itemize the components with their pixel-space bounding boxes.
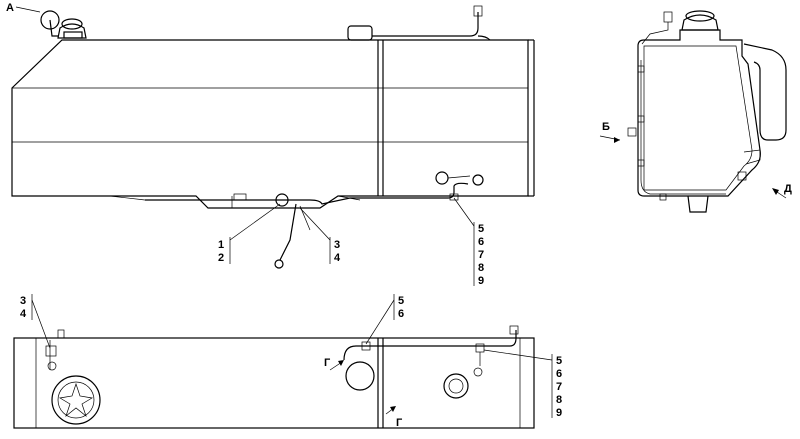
filler-guard <box>743 43 787 141</box>
callout-label: Г <box>324 357 331 369</box>
callout-pos-3-4: 3 4 <box>20 294 51 349</box>
callout-view-b: Б <box>599 121 621 143</box>
callout-view-d: Д <box>772 183 792 199</box>
callout-label: Д <box>784 183 792 195</box>
callout-label: 1 <box>218 239 224 251</box>
callout-pos-5-6: 5 6 <box>365 294 404 345</box>
callout-label: 2 <box>218 252 224 264</box>
callout-label: 5 <box>398 295 404 307</box>
tank-body <box>11 39 535 209</box>
callout-label: 5 <box>478 223 484 235</box>
breather-valve <box>473 5 483 17</box>
drain-hose <box>279 203 297 261</box>
callout-label: 4 <box>334 252 341 264</box>
fuel-level-sensor <box>345 361 375 391</box>
section-mark-g-left: Г <box>324 357 344 371</box>
callout-label: 7 <box>556 381 562 393</box>
drain-plug <box>274 259 284 269</box>
callout-label: 9 <box>556 407 562 419</box>
callout-label: 3 <box>334 239 340 251</box>
filler-neck <box>681 14 719 31</box>
breather-tube <box>372 12 491 41</box>
callout-view-a: А <box>6 2 60 37</box>
breather-cap <box>347 25 373 41</box>
callout-label: 5 <box>556 355 562 367</box>
callout-label: 8 <box>556 394 562 406</box>
section-mark-g-right: Г <box>385 406 403 429</box>
callout-label: 6 <box>478 236 484 248</box>
callout-label: 3 <box>20 295 26 307</box>
callout-pos-5-9: 5 6 7 8 9 <box>453 197 484 287</box>
drain-ring <box>443 373 469 399</box>
fuel-line <box>640 60 726 195</box>
filler-cover <box>51 375 101 425</box>
callout-label: Г <box>396 417 403 429</box>
filler-neck <box>57 18 87 39</box>
callout-label: 9 <box>478 275 484 287</box>
drain-plug <box>687 195 709 213</box>
fuel-cock-left <box>435 171 449 185</box>
side-view: А 1 2 3 4 5 6 7 8 9 <box>6 2 535 287</box>
tank-end-outline <box>637 29 761 197</box>
callout-label: 8 <box>478 262 484 274</box>
breather-valve <box>663 11 673 23</box>
fuel-cock-right <box>472 174 484 186</box>
callout-label: 6 <box>556 368 562 380</box>
callout-pos-1-2: 1 2 <box>218 203 281 264</box>
fuel-line <box>145 182 469 205</box>
callout-label: 6 <box>398 308 404 320</box>
fuel-line <box>343 330 517 361</box>
callout-pos-3-4: 3 4 <box>299 207 341 264</box>
fuel-level-sensor <box>275 193 289 207</box>
callout-label: 4 <box>20 308 27 320</box>
callout-label: Б <box>602 121 610 133</box>
callout-label: А <box>6 2 14 14</box>
end-view: Б Д <box>599 10 792 213</box>
callout-pos-5-9: 5 6 7 8 9 <box>483 349 562 419</box>
callout-label: 7 <box>478 249 484 261</box>
tank-underside-outline <box>13 337 535 429</box>
bottom-view: 3 4 5 6 Г Г 5 6 7 8 9 <box>13 294 562 429</box>
